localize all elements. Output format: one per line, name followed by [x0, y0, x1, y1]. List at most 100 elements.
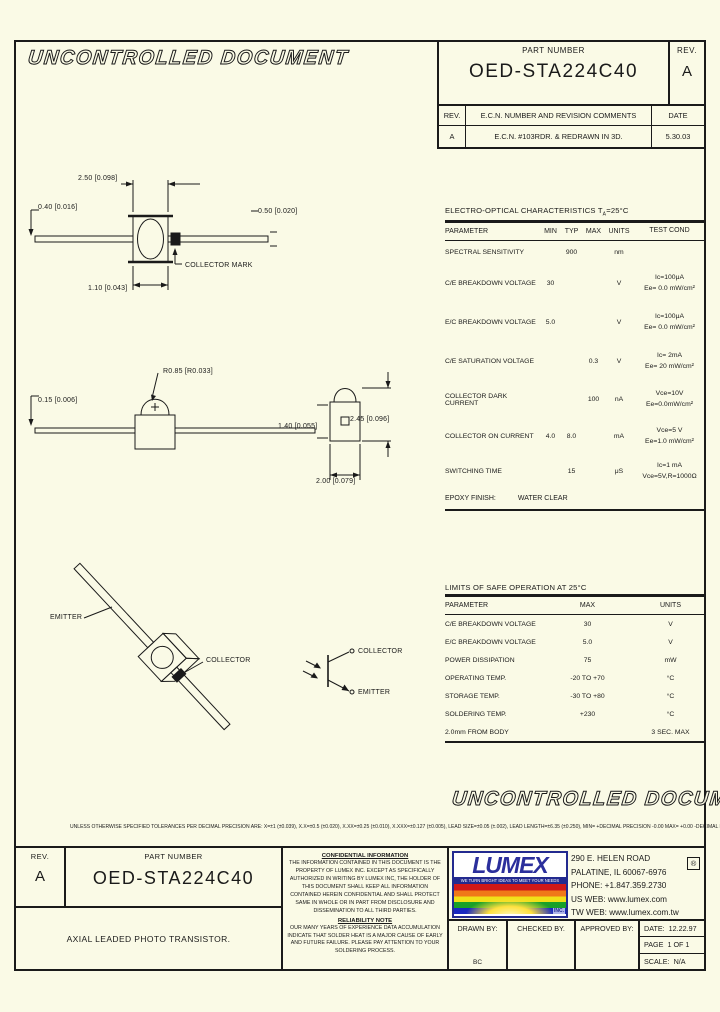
eo-cond-line1: Ic= 2mA [656, 351, 683, 359]
part-description: AXIAL LEADED PHOTO TRANSISTOR. [66, 933, 231, 944]
eo-cond-line2: Ee= 0.0 mW/cm² [644, 323, 695, 331]
eo-units: mA [613, 433, 625, 441]
symbol-collector-label: COLLECTOR [358, 648, 403, 655]
eo-cond-line1: Ic=100μA [654, 273, 685, 281]
eo-param: C/E SATURATION VOLTAGE [445, 358, 534, 366]
limits-param: POWER DISSIPATION [445, 656, 515, 664]
eo-units: V [616, 319, 622, 327]
eo-title-text: ELECTRO-OPTICAL CHARACTERISTICS T [445, 206, 603, 215]
company-tw-web: TW WEB: www.lumex.com.tw [571, 908, 679, 917]
approved-by-label: APPROVED BY: [580, 924, 634, 933]
eo-param: C/E BREAKDOWN VOLTAGE [445, 280, 536, 288]
lumex-logo-name: LUMEX [472, 852, 549, 878]
ecn-row: A E.C.N. #103RDR. & REDRAWN IN 3D. 5.30.… [439, 126, 704, 147]
drawn-by-value: BC [472, 959, 483, 966]
eo-row: SPECTRAL SENSITIVITY 900 nm [445, 241, 706, 265]
eo-cond-line1: Vce=10V [655, 389, 684, 397]
date-page-scale-cell: DATE: 12.22.97 PAGE 1 OF 1 SCALE: N/A [640, 921, 704, 969]
confidential-title: CONFIDENTIAL INFORMATION [321, 853, 409, 859]
limits-param: E/C BREAKDOWN VOLTAGE [445, 638, 536, 646]
part-number-row: PART NUMBER OED-STA224C40 REV. A [439, 42, 704, 106]
eo-col-max: MAX [585, 227, 602, 235]
eo-min: 5.0 [545, 319, 556, 327]
part-number-block: PART NUMBER OED-STA224C40 REV. A REV. E.… [437, 40, 706, 149]
eo-units: μS [614, 468, 624, 476]
eo-param: SWITCHING TIME [445, 468, 502, 476]
eo-units: nA [614, 396, 624, 404]
eo-col-units: UNITS [608, 227, 630, 235]
eo-param: COLLECTOR DARK CURRENT [445, 392, 508, 407]
eo-col-parameter: PARAMETER [445, 227, 489, 235]
limits-units: V [668, 620, 673, 628]
limits-col-max: MAX [579, 602, 596, 609]
part-number-value: OED-STA224C40 [468, 61, 639, 82]
scale-row: SCALE: N/A [640, 954, 704, 969]
part-number-cell: PART NUMBER OED-STA224C40 [439, 42, 670, 104]
checked-by-label: CHECKED BY. [517, 924, 565, 933]
limits-units: mW [664, 656, 677, 664]
limits-param: C/E BREAKDOWN VOLTAGE [445, 620, 536, 628]
ecn-comment: E.C.N. #103RDR. & REDRAWN IN 3D. [494, 132, 623, 141]
rainbow-graphic: INC. [454, 884, 566, 914]
limits-param: SOLDERING TEMP. [445, 710, 507, 718]
approved-by-cell: APPROVED BY: [576, 921, 640, 969]
eo-cond-line2: Ee= 20 mW/cm² [645, 362, 694, 370]
tb-rev-label: REV. [30, 852, 50, 861]
checked-by-cell: CHECKED BY. [508, 921, 576, 969]
eo-min: 4.0 [545, 433, 556, 441]
front-and-end-view-drawing [28, 372, 391, 480]
limits-max: -30 TO +80 [570, 692, 605, 700]
registered-mark-icon: ® [687, 857, 700, 870]
date-value: 12.22.97 [668, 924, 697, 934]
title-block-notes: CONFIDENTIAL INFORMATION THE INFORMATION… [283, 848, 449, 969]
eo-header-row: PARAMETER MIN TYP MAX UNITS TEST COND [445, 223, 706, 241]
eo-col-typ: TYP [564, 227, 579, 235]
lumex-logo-tagline: WE TURN BRIGHT IDEAS TO MEET YOUR NEEDS [454, 877, 566, 884]
limits-col-parameter: PARAMETER [445, 602, 489, 609]
electro-optical-title: ELECTRO-OPTICAL CHARACTERISTICS TA=25°C [445, 206, 706, 223]
dim-body-height-label: 2.45 [0.096] [350, 416, 390, 423]
dim-lead-thickness-label: 0.40 [0.016] [38, 204, 78, 211]
collector-mark-label: COLLECTOR MARK [185, 262, 253, 269]
ecn-rev: A [439, 126, 466, 147]
eo-units: V [616, 280, 622, 288]
rev-cell: REV. A [670, 42, 704, 104]
eo-cond: Ic=100μA Ee= 0.0 mW/cm² [633, 312, 706, 333]
title-block-right: LUMEX WE TURN BRIGHT IDEAS TO MEET YOUR … [449, 848, 704, 969]
eo-typ: 900 [565, 249, 578, 257]
limits-max: 75 [583, 656, 592, 664]
eo-title-sub: A [602, 211, 607, 218]
eo-title-suffix: =25°C [606, 206, 629, 215]
eo-param: E/C BREAKDOWN VOLTAGE [445, 319, 536, 327]
reliability-text: OUR MANY YEARS OF EXPERIENCE DATA ACCUMU… [287, 924, 443, 955]
company-us-web: US WEB: www.lumex.com [571, 894, 667, 904]
side-view-drawing [28, 180, 277, 290]
scale-value: N/A [673, 956, 686, 966]
part-number-label: PART NUMBER [522, 46, 585, 55]
eo-cond-line1: Ic=1 mA [656, 461, 683, 469]
ecn-col-rev: REV. [439, 106, 466, 125]
eo-max: 0.3 [588, 358, 599, 366]
tb-pn-label: PART NUMBER [144, 852, 203, 861]
tb-rev-value: A [34, 868, 45, 885]
limits-units: °C [666, 692, 675, 700]
eo-units: nm [614, 249, 624, 257]
eo-cond-line2: Vce=5V,R=1000Ω [642, 472, 697, 480]
eo-param: COLLECTOR ON CURRENT [445, 433, 534, 441]
title-block-partnumber-row: REV. A PART NUMBER OED-STA224C40 [16, 848, 281, 908]
limits-row: STORAGE TEMP. -30 TO +80 °C [445, 687, 706, 705]
eo-cond: Ic= 2mA Ee= 20 mW/cm² [633, 351, 706, 372]
eo-cond-line1: Ic=100μA [654, 312, 685, 320]
signature-row: DRAWN BY: BC CHECKED BY. APPROVED BY: DA… [449, 921, 704, 969]
drawn-by-cell: DRAWN BY: BC [449, 921, 508, 969]
eo-param: SPECTRAL SENSITIVITY [445, 249, 525, 257]
tolerance-note: UNLESS OTHERWISE SPECIFIED TOLERANCES PE… [70, 824, 720, 830]
limits-row: C/E BREAKDOWN VOLTAGE 30 V [445, 615, 706, 633]
